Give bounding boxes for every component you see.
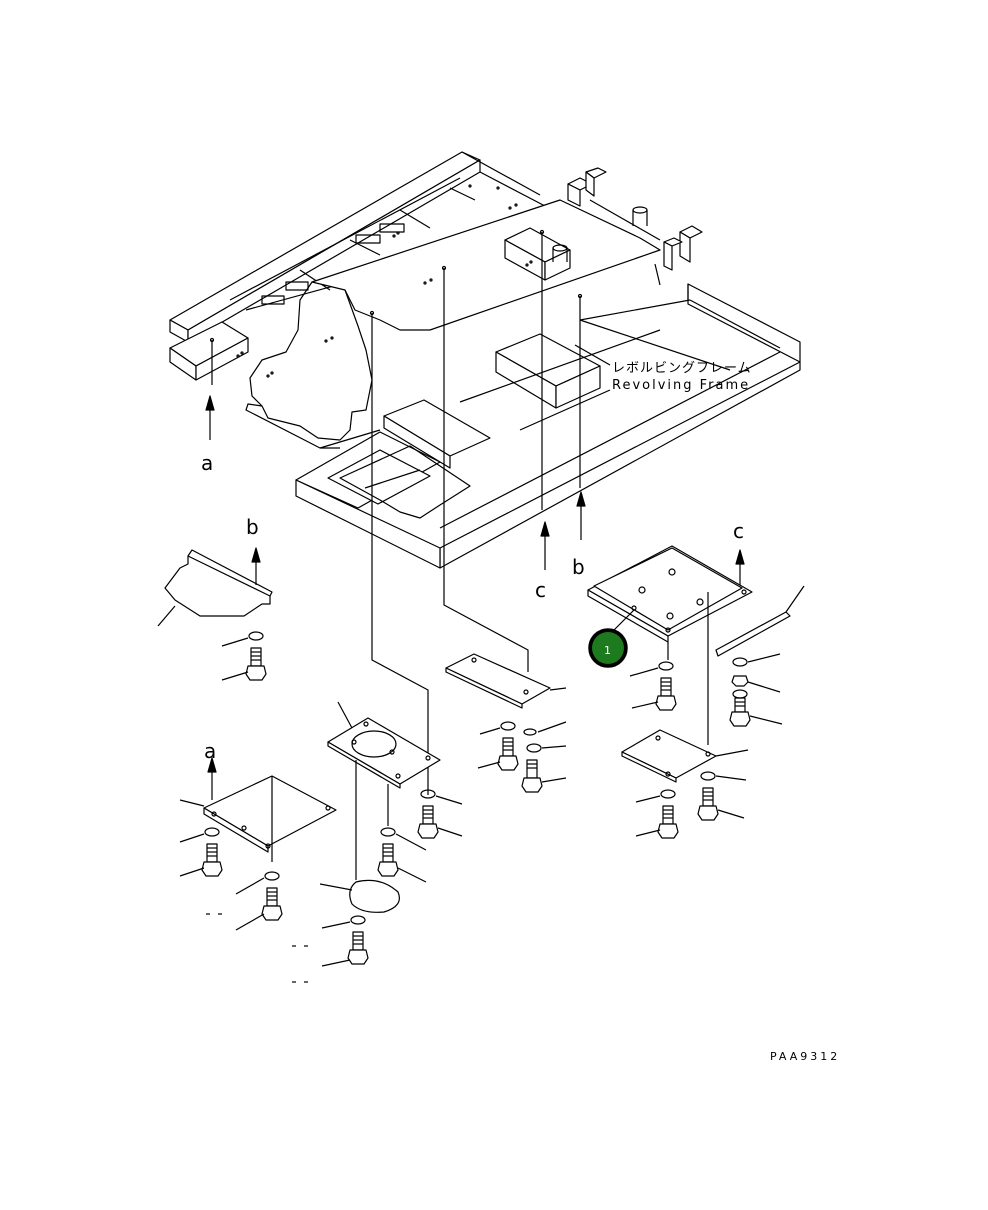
ref-letter-b-cover: b (246, 515, 259, 539)
gasket-plate (292, 701, 463, 983)
callout-1[interactable]: 1 (588, 628, 628, 668)
revolving-frame (169, 151, 801, 569)
frame-label-en: Revolving Frame (612, 378, 750, 393)
plate-right-lower (621, 729, 749, 839)
frame-label-jp: レボルビングフレーム (612, 361, 752, 376)
ref-letter-b-frame: b (572, 555, 585, 579)
frame-label-leader (574, 344, 611, 366)
ref-letter-c-frame: c (535, 578, 546, 602)
drawing-code: PAA9312 (770, 1050, 840, 1063)
ref-letter-a-frame: a (201, 451, 213, 475)
frame-leader-lines (371, 232, 581, 795)
cover-b (157, 547, 273, 681)
frame-reference-arrows (205, 395, 586, 570)
ref-letter-a-plate: a (204, 739, 216, 763)
plate-c (587, 545, 805, 745)
plate-a (179, 757, 337, 931)
ref-letter-c-plate: c (733, 519, 744, 543)
callout-1-number: 1 (604, 644, 611, 657)
small-plate-center (445, 653, 567, 793)
